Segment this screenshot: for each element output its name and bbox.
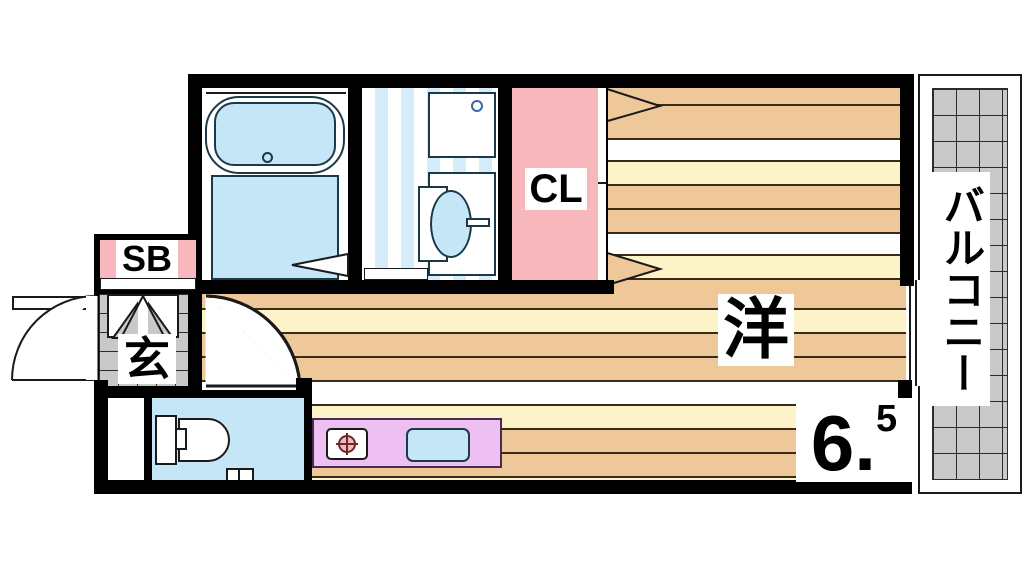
toilet-tank <box>155 415 177 465</box>
wall-upper-right <box>900 74 914 286</box>
bath-drain-icon <box>262 152 273 163</box>
washing-machine-pan <box>428 92 496 158</box>
closet-sliding-door-arrows <box>603 86 664 288</box>
wall-bottom <box>94 480 912 494</box>
wall-bath-left <box>188 74 202 286</box>
wall-wash-closet <box>498 74 512 294</box>
bathroom-door-icon[interactable] <box>290 252 352 278</box>
wall-closet-bottom-jamb <box>598 280 614 294</box>
balcony-door-rail-left <box>909 280 911 386</box>
entrance-door-swing-arc <box>11 295 98 381</box>
main-room-size-integer: 6. <box>810 399 876 487</box>
main-room-floor <box>604 86 912 286</box>
balcony-door-rail-right <box>915 280 917 386</box>
toilet-paper-holder-divider <box>238 468 240 488</box>
wall-left-lower <box>94 380 108 494</box>
washing-machine-drain-icon <box>471 100 483 112</box>
wall-top <box>188 74 914 88</box>
entrance-label: 玄 <box>118 334 176 384</box>
wall-balcony-jamb-top <box>900 262 914 286</box>
vanity-sink <box>430 190 472 258</box>
main-room-size: 6.5 <box>796 398 912 482</box>
kitchen-sink <box>406 428 470 462</box>
main-room-label: 洋 <box>718 294 794 366</box>
gas-burner-icon <box>336 433 358 455</box>
bathtub <box>214 102 336 166</box>
wall-entrance-ledge <box>188 294 202 390</box>
shoe-box-label: SB <box>116 240 178 278</box>
entrance-door-opening <box>86 296 96 380</box>
wall-band-bottom <box>188 280 612 294</box>
shoe-box-base <box>100 278 196 290</box>
bathroom-top-rail <box>206 92 346 94</box>
closet-label: CL <box>525 168 587 210</box>
closet-door-track <box>598 88 606 280</box>
closet-door-divider <box>598 182 607 184</box>
room-door-swing-arc[interactable] <box>202 294 302 390</box>
balcony-label: バルコニー <box>932 172 990 406</box>
toilet-connector <box>175 428 187 450</box>
vanity-faucet-icon <box>466 218 490 227</box>
wall-bath-wash <box>348 74 362 294</box>
main-room-size-fraction: 5 <box>875 398 898 440</box>
bathroom-floor-outline <box>211 175 339 280</box>
washroom-threshold <box>364 268 428 280</box>
